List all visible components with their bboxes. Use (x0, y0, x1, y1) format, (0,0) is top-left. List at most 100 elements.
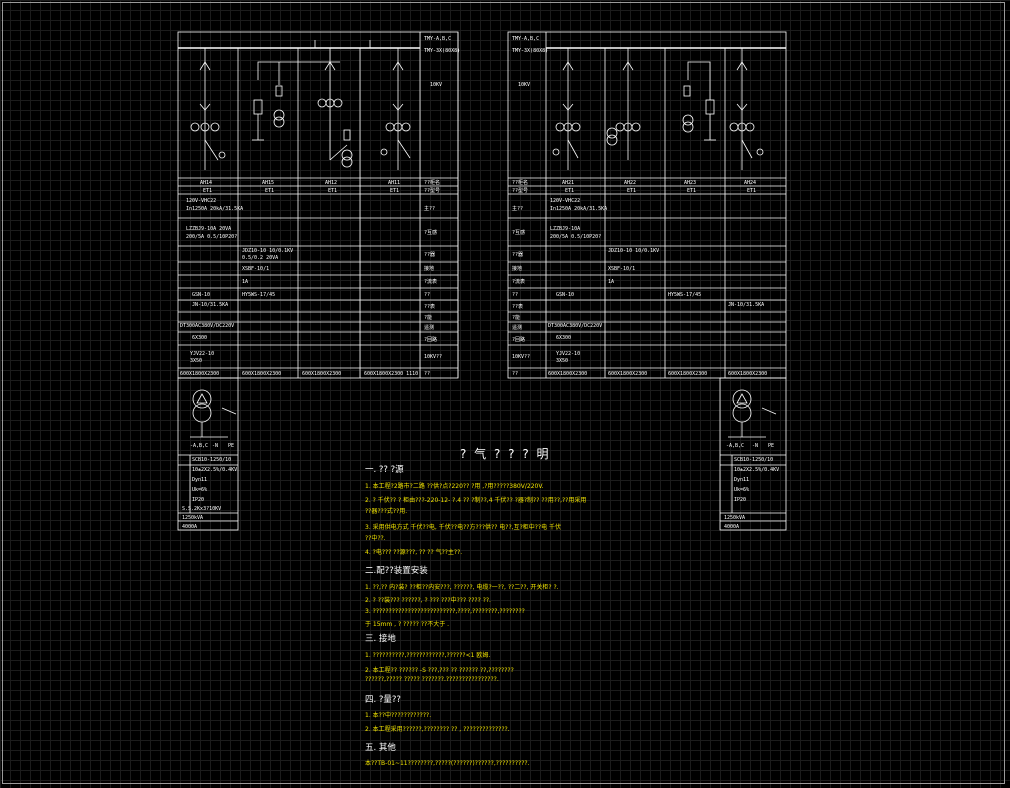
cell: DT300AC380V/DC220V (548, 323, 602, 329)
row-label: ?回路 (424, 336, 437, 343)
note-line: ??器???式??用. (365, 508, 408, 515)
row-label: 接地 (512, 265, 522, 272)
transformer-spec: Dyn11 (192, 477, 207, 483)
row-label: ?能 (424, 314, 432, 321)
cell: HY5WS-17/45 (242, 292, 275, 298)
transformer-spec: SCB10-1250/10 (192, 457, 231, 463)
transformer-spec: Dyn11 (734, 477, 749, 483)
row-label: ?? (512, 371, 518, 377)
cell: 6X300 (192, 335, 207, 341)
cell: 6X300 (556, 335, 571, 341)
cell: 600X1800X2300 (728, 371, 767, 377)
row-label: ??型号 (424, 187, 440, 194)
cabinet-type: ET1 (390, 188, 399, 194)
note-line: ??????,????? ????? ???????.?????????????… (365, 676, 499, 683)
cabinet-type: ET1 (627, 188, 636, 194)
row-label: ?能 (512, 314, 520, 321)
row-label: ??器 (424, 252, 435, 258)
cell: 1A (242, 279, 248, 285)
row-label: 遥测 (424, 324, 434, 331)
cabinet-type: ET1 (747, 188, 756, 194)
transformer-caption: 1250kVA (182, 515, 203, 521)
cell: 120V-VHC22 (550, 198, 580, 204)
row-label: 10KV?? (424, 354, 442, 360)
transformer-neutral-label: -N (212, 443, 218, 449)
cabinet-type: ET1 (687, 188, 696, 194)
transformer-spec: 10±2X2.5%/0.4KV (192, 467, 237, 473)
cell: 600X1800X2300 (668, 371, 707, 377)
row-label: ?互感 (424, 229, 437, 236)
transformer-caption2: 4000A (182, 524, 197, 530)
cell: 200/5A 0.5/10P20? (186, 234, 237, 240)
cabinet-label: AH12 (325, 180, 337, 186)
cell: LZZBJ9-10A (550, 226, 580, 232)
transformer-spec: S.S.2Kx3?10KV (182, 506, 221, 512)
cell: 600X1800X2300 1110 (364, 371, 418, 377)
cell: 0.5/0.2 20VA (242, 255, 278, 261)
row-label: ??柜名 (512, 179, 528, 186)
left-busbar-label: TMY-A,B,C (424, 36, 451, 42)
transformer-spec: Uk=6% (734, 487, 749, 493)
transformer-caption2: 4000A (724, 524, 739, 530)
cell: YJV22-10 (190, 351, 214, 357)
note-line: 于 15mm , ? ????? ??不大于 . (365, 621, 450, 628)
right-switchgear-panel (507, 31, 787, 379)
cabinet-label: AH22 (624, 180, 636, 186)
cell: 120V-VHC22 (186, 198, 216, 204)
right-busbar-label: TMY-A,B,C (512, 36, 539, 42)
cell: JN-10/31.5KA (728, 302, 764, 308)
note-line: 1. ??????????,????????????,??????<1 欧姆. (365, 652, 491, 659)
left-switchgear-panel (177, 31, 459, 379)
section-heading: 四. ?量?? (365, 695, 401, 705)
cabinet-label: AH23 (684, 180, 696, 186)
row-label: 主?? (512, 205, 523, 212)
cell: 600X1800X2300 (242, 371, 281, 377)
transformer-left (177, 377, 239, 531)
note-line: 3. ??????????????????????????,????,?????… (365, 608, 525, 615)
cabinet-label: AH11 (388, 180, 400, 186)
notes-title: ? 气 ? ? ? 明 (460, 447, 551, 461)
row-label: ?流表 (512, 278, 525, 285)
note-line: 2. ? ??装??? ??????, ? ??? ???中??? ???? ?… (365, 597, 491, 604)
cell: In1250A 20kA/31.5KA (186, 206, 243, 212)
row-label: 主?? (424, 205, 435, 212)
transformer-pe-label: PE (768, 443, 774, 449)
note-line: ??中??. (365, 535, 386, 542)
cell: XSBF-10/1 (242, 266, 269, 272)
section-heading: 一. ?? ?源 (365, 465, 404, 475)
section-heading: 二.配??装置安装 (365, 566, 428, 576)
row-label: 接地 (424, 265, 434, 272)
note-line: 4. ?电??? ??源???, ?? ?? 气??主??. (365, 549, 463, 556)
cabinet-label: AH14 (200, 180, 212, 186)
cell: 200/5A 0.5/10P20? (550, 234, 601, 240)
cell: 600X1800X2300 (302, 371, 341, 377)
cabinet-label: AH15 (262, 180, 274, 186)
row-label: ??型号 (512, 187, 528, 194)
note-line: 1. 本??中????????????. (365, 712, 432, 719)
transformer-spec: Uk=6% (192, 487, 207, 493)
row-label: ??器 (512, 252, 523, 258)
note-line: 本??TB-01~11????????,?????(??????)??????,… (365, 760, 530, 767)
cabinet-type: ET1 (565, 188, 574, 194)
transformer-spec: 10±2X2.5%/0.4KV (734, 467, 779, 473)
transformer-neutral-label: -N (752, 443, 758, 449)
cell: In1250A 20kA/31.5KA (550, 206, 607, 212)
section-heading: 五. 其他 (365, 743, 396, 753)
cell: DT300AC380V/DC220V (180, 323, 234, 329)
right-busbar-spec: TMY-3X(80X8) (512, 48, 548, 54)
transformer-pe-label: PE (228, 443, 234, 449)
cell: JDZ10-10 10/0.1KV (608, 248, 659, 254)
note-line: 2. 本工程?? ?????? -S ???,??? ?? ?????? ??,… (365, 667, 514, 674)
transformer-spec: IP20 (192, 497, 204, 503)
cabinet-type: ET1 (328, 188, 337, 194)
right-voltage: 10KV (518, 82, 530, 88)
transformer-phase-label: -A,B,C (726, 443, 744, 449)
row-label: ??柜名 (424, 179, 440, 186)
cabinet-label: AH24 (744, 180, 756, 186)
cell: 600X1800X2300 (548, 371, 587, 377)
cell: XSBF-10/1 (608, 266, 635, 272)
cell: JDZ10-10 10/0.1KV (242, 248, 293, 254)
row-label: ?? (424, 292, 430, 298)
transformer-spec: IP20 (734, 497, 746, 503)
